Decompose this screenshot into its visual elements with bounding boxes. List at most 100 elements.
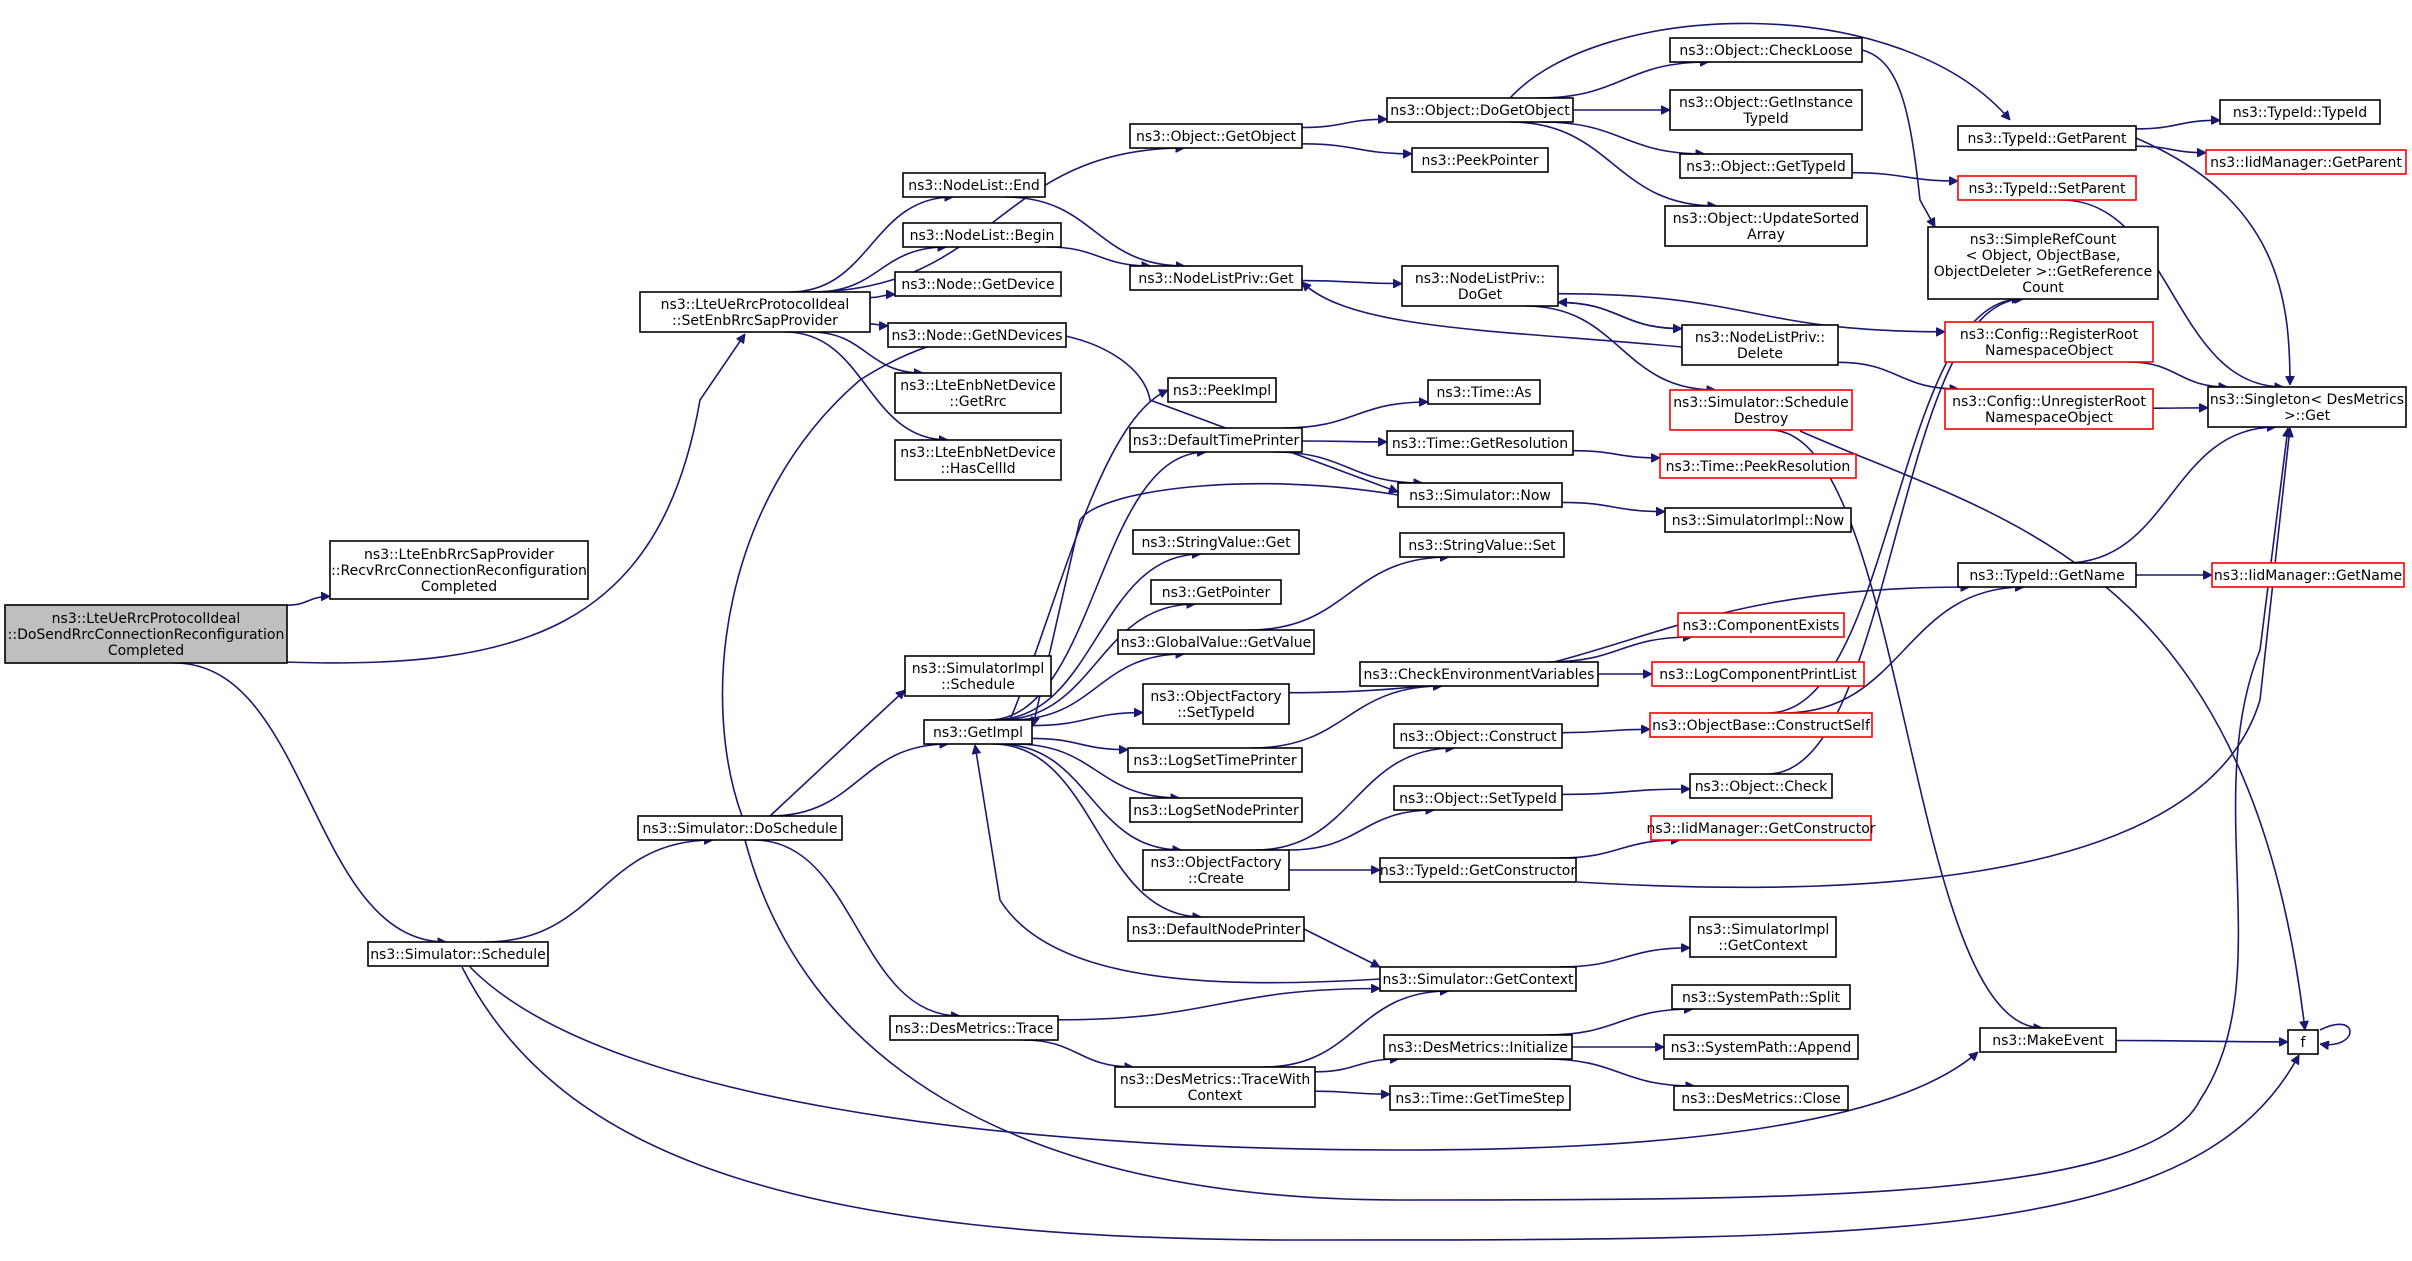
node-box bbox=[367, 941, 549, 967]
node-of-settypeid[interactable]: ns3::ObjectFactory::SetTypeId bbox=[1142, 683, 1290, 725]
node-obj-check[interactable]: ns3::Object::Check bbox=[1689, 773, 1833, 799]
node-node-getdevice[interactable]: ns3::Node::GetDevice bbox=[894, 271, 1062, 297]
node-checkloose[interactable]: ns3::Object::CheckLoose bbox=[1669, 37, 1863, 63]
node-label: ns3::NodeListPriv::Get bbox=[1138, 271, 1294, 287]
node-label: ::GetContext bbox=[1718, 938, 1808, 954]
node-time-gettimestep[interactable]: ns3::Time::GetTimeStep bbox=[1389, 1085, 1571, 1111]
edge-sim-getctx-to-getimpl bbox=[975, 745, 1381, 984]
node-typeid-setparent[interactable]: ns3::TypeId::SetParent bbox=[1957, 175, 2137, 201]
node-getimpl[interactable]: ns3::GetImpl bbox=[923, 719, 1033, 745]
node-simimpl-schedule[interactable]: ns3::SimulatorImpl::Schedule bbox=[904, 655, 1052, 697]
node-box bbox=[2211, 562, 2405, 588]
node-label: Destroy bbox=[1734, 411, 1788, 427]
node-time-peekres[interactable]: ns3::Time::PeekResolution bbox=[1659, 453, 1857, 479]
node-logsettime[interactable]: ns3::LogSetTimePrinter bbox=[1127, 747, 1303, 773]
node-sp-append[interactable]: ns3::SystemPath::Append bbox=[1663, 1034, 1859, 1060]
node-typeid-getctor[interactable]: ns3::TypeId::GetConstructor bbox=[1379, 857, 1577, 883]
node-getpointer[interactable]: ns3::GetPointer bbox=[1150, 579, 1282, 605]
node-time-getres[interactable]: ns3::Time::GetResolution bbox=[1386, 430, 1574, 456]
node-cfg-unregister[interactable]: ns3::Config::UnregisterRootNamespaceObje… bbox=[1944, 388, 2154, 430]
node-box bbox=[1393, 723, 1563, 749]
node-iid-getparent[interactable]: ns3::IidManager::GetParent bbox=[2205, 149, 2407, 175]
node-objbase-constructself[interactable]: ns3::ObjectBase::ConstructSelf bbox=[1649, 712, 1873, 738]
edge-typeid-getparent-to-iid-getparent bbox=[2135, 145, 2206, 153]
node-strval-get[interactable]: ns3::StringValue::Get bbox=[1132, 529, 1300, 555]
node-doget-object[interactable]: ns3::Object::DoGetObject bbox=[1386, 97, 1574, 123]
node-gv-getvalue[interactable]: ns3::GlobalValue::GetValue bbox=[1117, 629, 1315, 655]
node-simplerefcount[interactable]: ns3::SimpleRefCount< Object, ObjectBase,… bbox=[1927, 226, 2159, 300]
node-component-exists[interactable]: ns3::ComponentExists bbox=[1677, 612, 1845, 638]
node-deftimeprinter[interactable]: ns3::DefaultTimePrinter bbox=[1129, 427, 1303, 453]
node-recv[interactable]: ns3::LteEnbRrcSapProvider::RecvRrcConnec… bbox=[329, 540, 589, 600]
node-obj-settypeid[interactable]: ns3::Object::SetTypeId bbox=[1393, 785, 1563, 811]
node-f[interactable]: f bbox=[2287, 1029, 2319, 1055]
edge-schedule-to-makeevent bbox=[469, 966, 1978, 1151]
node-nl-begin[interactable]: ns3::NodeList::Begin bbox=[902, 222, 1062, 248]
node-nlp-get[interactable]: ns3::NodeListPriv::Get bbox=[1129, 265, 1303, 291]
edge-objbase-constructself-to-typeid-getname bbox=[1783, 587, 2024, 714]
node-log-comp-print[interactable]: ns3::LogComponentPrintList bbox=[1651, 661, 1865, 687]
node-sp-split[interactable]: ns3::SystemPath::Split bbox=[1671, 984, 1851, 1010]
node-lte-hascell[interactable]: ns3::LteEnbNetDevice::HasCellId bbox=[894, 439, 1062, 481]
node-obj-construct[interactable]: ns3::Object::Construct bbox=[1393, 723, 1563, 749]
node-lte-getrrc[interactable]: ns3::LteEnbNetDevice::GetRrc bbox=[894, 372, 1062, 414]
node-sim-getctx[interactable]: ns3::Simulator::GetContext bbox=[1379, 966, 1577, 992]
node-label: TypeId bbox=[1742, 111, 1788, 127]
node-box bbox=[4, 604, 288, 664]
node-logsetnode[interactable]: ns3::LogSetNodePrinter bbox=[1129, 797, 1303, 823]
node-of-create[interactable]: ns3::ObjectFactory::Create bbox=[1142, 849, 1290, 891]
node-getobject[interactable]: ns3::Object::GetObject bbox=[1129, 123, 1303, 149]
edge-setEnb-to-nl-end bbox=[789, 197, 954, 293]
node-defnodeprinter[interactable]: ns3::DefaultNodePrinter bbox=[1127, 916, 1305, 942]
node-box bbox=[1427, 379, 1541, 405]
node-box bbox=[1957, 175, 2137, 201]
node-schedule[interactable]: ns3::Simulator::Schedule bbox=[367, 941, 549, 967]
node-box bbox=[1927, 226, 2159, 300]
node-doschedule[interactable]: ns3::Simulator::DoSchedule bbox=[637, 815, 843, 841]
node-nlp-doget[interactable]: ns3::NodeListPriv::DoGet bbox=[1401, 265, 1559, 307]
edge-desm-tracectx-to-sim-getctx bbox=[1263, 991, 1449, 1068]
node-label: ::Schedule bbox=[941, 677, 1015, 693]
node-label: ns3::LteUeRrcProtocolIdeal bbox=[661, 297, 850, 313]
node-iid-getname[interactable]: ns3::IidManager::GetName bbox=[2211, 562, 2405, 588]
node-label: ::Create bbox=[1188, 871, 1244, 887]
node-label: ns3::Time::PeekResolution bbox=[1666, 459, 1851, 475]
node-label: Completed bbox=[421, 579, 497, 595]
node-simimpl-getctx[interactable]: ns3::SimulatorImpl::GetContext bbox=[1689, 916, 1837, 958]
node-box bbox=[1401, 265, 1559, 307]
node-desm-close[interactable]: ns3::DesMetrics::Close bbox=[1673, 1085, 1849, 1111]
node-label: ns3::IidManager::GetName bbox=[2214, 568, 2402, 584]
node-desm-init[interactable]: ns3::DesMetrics::Initialize bbox=[1383, 1034, 1573, 1060]
node-node-getndev[interactable]: ns3::Node::GetNDevices bbox=[887, 322, 1067, 348]
node-obj-gettypeid[interactable]: ns3::Object::GetTypeId bbox=[1679, 153, 1853, 179]
node-iid-getctor[interactable]: ns3::IidManager::GetConstructor bbox=[1646, 815, 1876, 841]
node-typeid-getname[interactable]: ns3::TypeId::GetName bbox=[1957, 562, 2137, 588]
node-nlp-delete[interactable]: ns3::NodeListPriv::Delete bbox=[1681, 324, 1839, 366]
node-simimpl-now[interactable]: ns3::SimulatorImpl::Now bbox=[1664, 507, 1852, 533]
node-singleton-get[interactable]: ns3::Singleton< DesMetrics>::Get bbox=[2207, 386, 2407, 428]
node-label: ns3::MakeEvent bbox=[1992, 1033, 2104, 1049]
node-peekpointer[interactable]: ns3::PeekPointer bbox=[1411, 147, 1549, 173]
node-nl-end[interactable]: ns3::NodeList::End bbox=[902, 172, 1046, 198]
node-root[interactable]: ns3::LteUeRrcProtocolIdeal::DoSendRrcCon… bbox=[4, 604, 288, 664]
edge-getimpl-to-deftimeprinter bbox=[987, 452, 1206, 721]
node-strval-set[interactable]: ns3::StringValue::Set bbox=[1399, 532, 1565, 558]
node-typeid-getparent[interactable]: ns3::TypeId::GetParent bbox=[1957, 125, 2137, 151]
node-typeid-typeid[interactable]: ns3::TypeId::TypeId bbox=[2219, 99, 2381, 125]
node-sim-now[interactable]: ns3::Simulator::Now bbox=[1397, 482, 1563, 508]
node-label: ns3::DesMetrics::Initialize bbox=[1388, 1040, 1568, 1056]
node-label: ns3::LogComponentPrintList bbox=[1659, 667, 1857, 683]
node-makeevent[interactable]: ns3::MakeEvent bbox=[1979, 1027, 2117, 1053]
node-time-as[interactable]: ns3::Time::As bbox=[1427, 379, 1541, 405]
node-setEnb[interactable]: ns3::LteUeRrcProtocolIdeal::SetEnbRrcSap… bbox=[639, 291, 871, 333]
node-box bbox=[1957, 562, 2137, 588]
node-label: ns3::LteEnbNetDevice bbox=[900, 378, 1055, 394]
node-peekimpl[interactable]: ns3::PeekImpl bbox=[1167, 377, 1277, 403]
node-check-env[interactable]: ns3::CheckEnvironmentVariables bbox=[1359, 661, 1599, 687]
node-desm-trace[interactable]: ns3::DesMetrics::Trace bbox=[889, 1015, 1059, 1041]
